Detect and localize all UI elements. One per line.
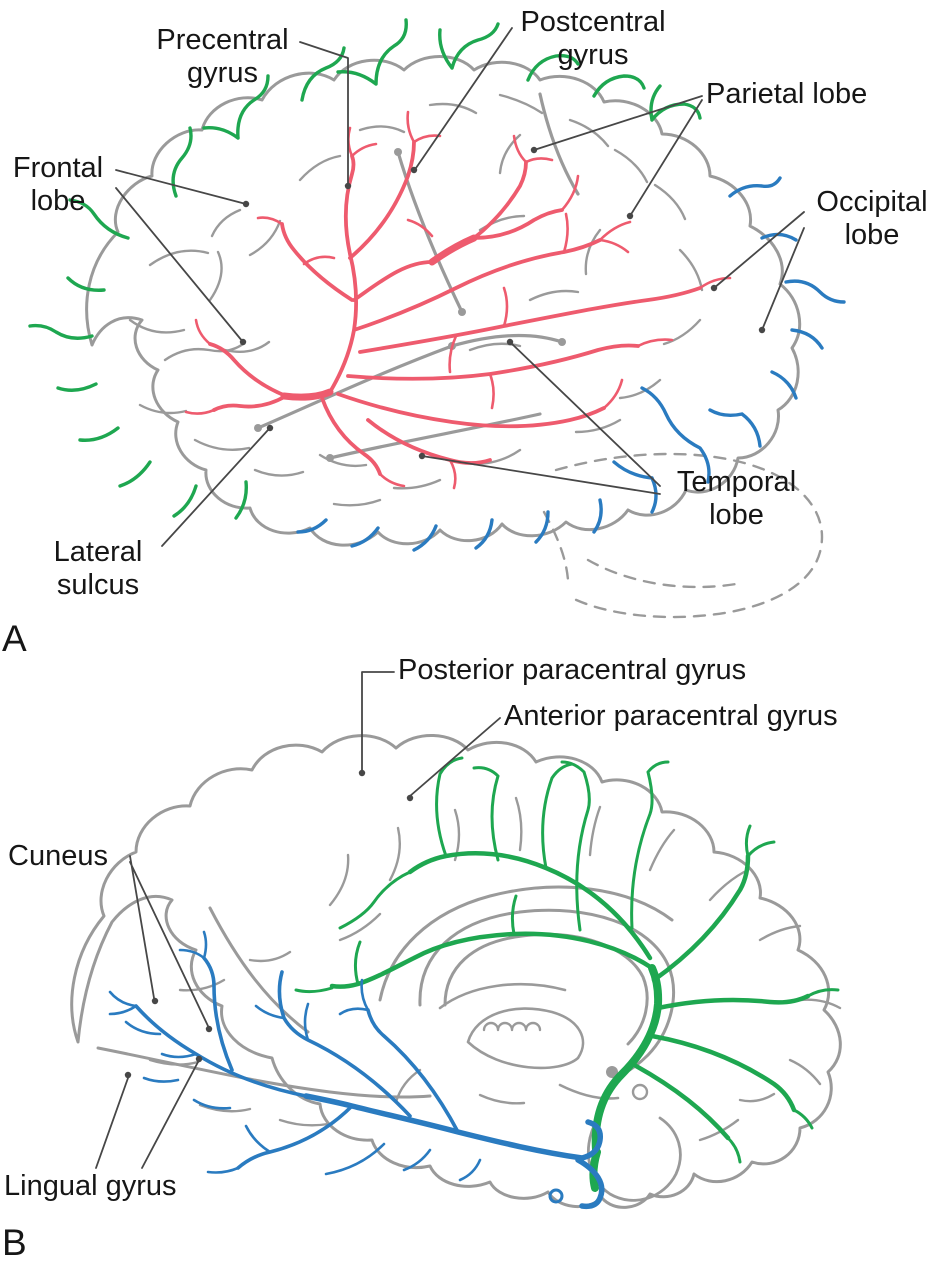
label-anterior-paracentral-gyrus: Anterior paracentral gyrus	[504, 700, 838, 732]
label-frontal-lobe: Frontal lobe	[12, 152, 104, 218]
label-postcentral-gyrus: Postcentral gyrus	[520, 6, 666, 72]
posterior-cerebral-artery-medial	[108, 930, 605, 1210]
aca-main-branches-medial	[329, 851, 811, 1141]
panel-b-gray-anatomy	[70, 734, 842, 1209]
major-sulci-lateral	[256, 92, 580, 460]
label-cuneus: Cuneus	[8, 840, 108, 872]
pca-twigs-medial	[108, 930, 482, 1182]
panel-a-leader-lines	[115, 27, 805, 547]
posterior-cerebral-artery-lateral	[296, 176, 846, 552]
leader-lines-a	[115, 27, 805, 547]
pca-end-loop	[548, 1188, 564, 1204]
aca-twigs-lateral	[28, 18, 702, 520]
label-temporal-lobe: Temporal lobe	[676, 466, 797, 532]
label-lingual-gyrus: Lingual gyrus	[4, 1170, 177, 1202]
label-precentral-gyrus: Precentral gyrus	[156, 24, 289, 90]
pca-trunk-medial	[303, 1093, 605, 1210]
panel-letter-a: A	[2, 618, 27, 659]
label-lateral-sulcus: Lateral sulcus	[53, 536, 143, 602]
panel-b-leader-lines	[95, 671, 501, 1169]
pca-twigs-lateral	[296, 176, 846, 552]
brainstem-outline	[587, 1116, 682, 1202]
panel-letter-b: B	[2, 1222, 27, 1263]
label-parietal-lobe: Parietal lobe	[706, 78, 868, 110]
minor-sulci-lateral	[128, 93, 704, 507]
minor-sulci-medial	[148, 796, 842, 1142]
mca-main-branches	[208, 140, 702, 476]
label-posterior-paracentral-gyrus: Posterior paracentral gyrus	[398, 654, 747, 686]
thalamic-coil	[482, 1021, 542, 1032]
sulcus-junction-dots	[254, 148, 566, 462]
aca-twigs-medial	[294, 756, 840, 1164]
leader-dots-b	[124, 769, 414, 1079]
thalamus-and-fornix	[438, 982, 620, 1100]
mca-trunk-segments	[280, 234, 478, 401]
anterior-cerebral-artery-medial	[294, 756, 840, 1192]
middle-cerebral-artery-lateral	[184, 110, 732, 490]
brain-lateral-outline	[85, 55, 802, 547]
leader-dots-a	[239, 146, 766, 460]
small-circle-structure	[631, 1083, 649, 1101]
leader-lines-b	[95, 671, 501, 1169]
medial-gray-blobs	[606, 1066, 618, 1078]
anterior-cerebral-artery-lateral	[28, 18, 702, 520]
brain-medial-outline	[70, 734, 842, 1209]
label-occipital-lobe: Occipital lobe	[816, 186, 928, 252]
